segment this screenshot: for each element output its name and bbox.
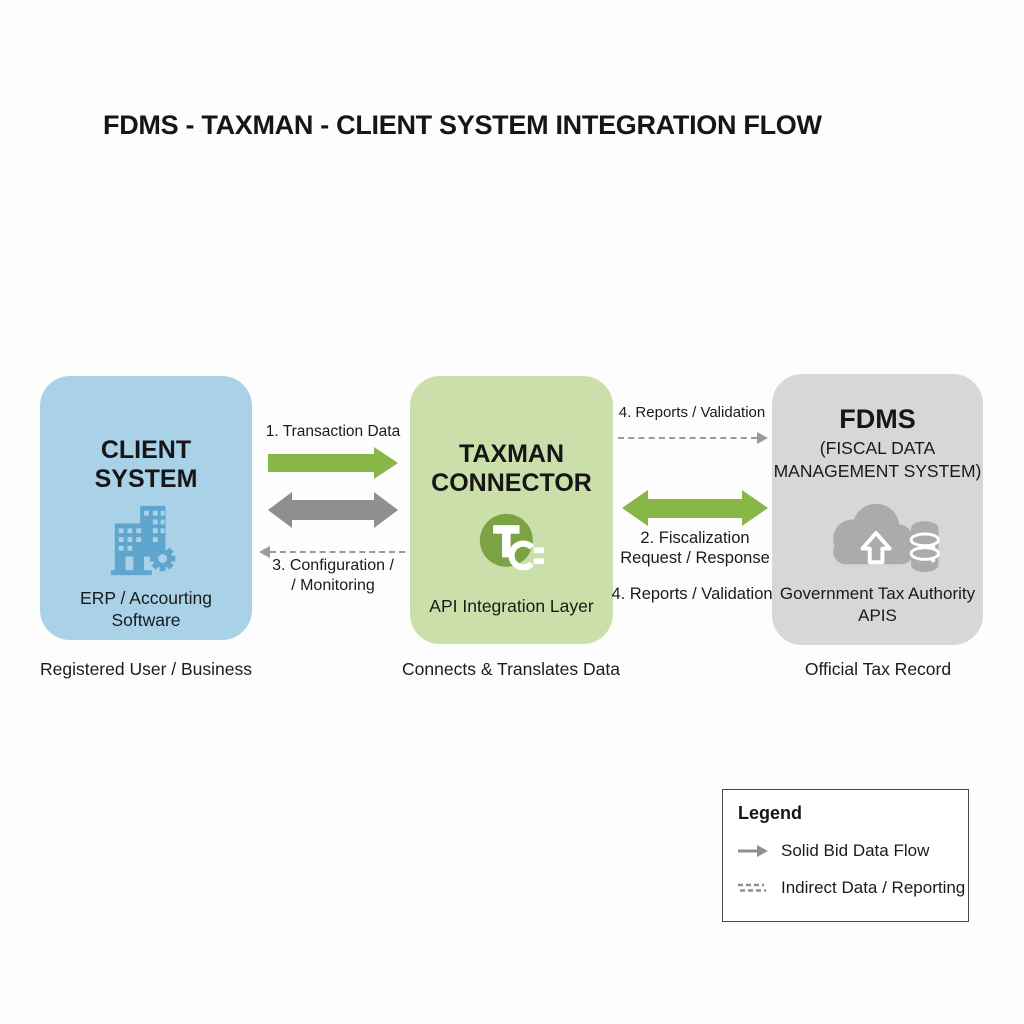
arrow-head-right — [374, 492, 398, 528]
arrow-head-right — [757, 432, 768, 444]
fdms-description-line2: APIS — [858, 605, 897, 625]
client-system-caption: Registered User / Business — [39, 659, 253, 679]
legend: Legend Solid Bid Data Flow Indirect Data… — [722, 789, 969, 922]
legend-item-solid: Solid Bid Data Flow — [738, 841, 968, 861]
transaction-data-arrow — [268, 447, 398, 479]
client-system-node: CLIENT SYSTEM — [40, 376, 252, 640]
configuration-label: 3. Configuration / / Monitoring — [272, 557, 394, 594]
building-gear-icon — [107, 505, 185, 582]
legend-item-label: Indirect Data / Reporting — [781, 878, 966, 897]
bidirectional-sync-arrow — [268, 492, 398, 528]
client-system-title: CLIENT SYSTEM — [94, 436, 198, 493]
arrow-head-right — [374, 447, 398, 479]
fdms-description: Government Tax Authority APIS — [780, 583, 975, 626]
dashed-line-icon — [738, 881, 770, 895]
legend-item-dashed: Indirect Data / Reporting — [738, 878, 968, 898]
client-system-subtitle: ERP / Accourting Software — [80, 588, 212, 630]
taxman-connector-node: TAXMAN CONNECTOR API Integration Layer — [410, 376, 613, 644]
fdms-subtitle-line1: (FISCAL DATA — [819, 437, 936, 458]
taxman-connector-subtitle: API Integration Layer — [429, 596, 594, 616]
configuration-dashed-arrow — [259, 545, 405, 559]
fiscalization-label: 2. Fiscalization Request / Response — [620, 529, 770, 567]
reports-validation-top-label: 4. Reports / Validation — [618, 404, 766, 421]
fdms-subtitle: (FISCAL DATA MANAGEMENT SYSTEM) — [774, 437, 982, 483]
fdms-description-line1: Government Tax Authority — [779, 584, 976, 604]
reports-validation-bottom-label: 4. Reports / Validation — [611, 585, 773, 603]
arrow-head-left — [259, 546, 270, 558]
fiscalization-arrow — [622, 490, 768, 526]
taxman-connector-title: TAXMAN CONNECTOR — [431, 440, 592, 497]
legend-item-label: Solid Bid Data Flow — [781, 841, 930, 860]
arrow-head-left — [622, 490, 648, 526]
cloud-upload-database-icon — [816, 494, 940, 577]
taxman-connector-logo — [477, 511, 547, 586]
arrow-head-right — [742, 490, 768, 526]
taxman-connector-caption: Connects & Translates Data — [402, 659, 620, 679]
fdms-title: FDMS — [839, 404, 916, 434]
legend-title: Legend — [738, 803, 803, 823]
fdms-caption: Official Tax Record — [804, 659, 952, 679]
reports-validation-dashed-arrow — [618, 431, 768, 445]
fdms-node: FDMS (FISCAL DATA MANAGEMENT SYSTEM) — [772, 374, 983, 645]
transaction-data-label: 1. Transaction Data — [265, 423, 401, 440]
fdms-subtitle-line2: MANAGEMENT SYSTEM) — [773, 460, 982, 481]
arrow-head-left — [268, 492, 292, 528]
page-title: FDMS - TAXMAN - CLIENT SYSTEM INTEGRATIO… — [103, 110, 822, 140]
solid-arrow-icon — [738, 844, 770, 858]
